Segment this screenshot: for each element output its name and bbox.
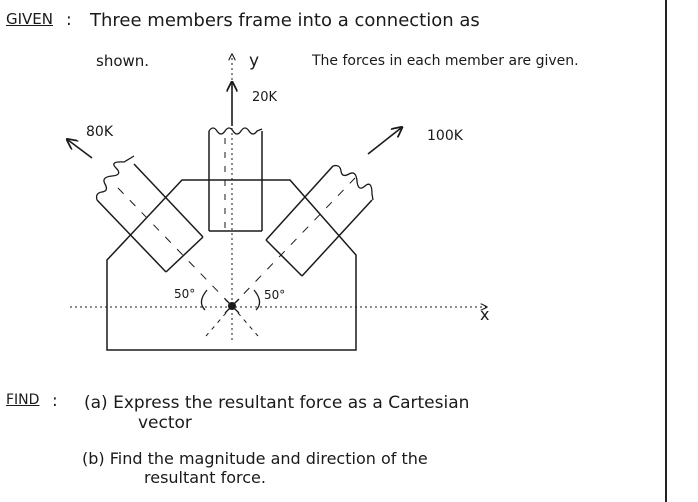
- force-label-top: 20K: [252, 90, 278, 105]
- force-label-right: 100K: [427, 128, 464, 144]
- force-arrow-left: [68, 140, 93, 159]
- angle-label-right: 50°: [264, 288, 285, 302]
- member-left: [95, 155, 233, 307]
- given-line-2-end: The forces in each member are given.: [312, 53, 579, 69]
- member-right: [231, 164, 374, 307]
- break-line-right: [332, 164, 374, 201]
- find-item-a-line-2: vector: [138, 413, 192, 433]
- member-vertical: [208, 127, 263, 232]
- find-item-b-line-1: (b) Find the magnitude and direction of …: [82, 449, 428, 468]
- given-line-2-start: shown.: [96, 52, 150, 70]
- angle-arc-left: [200, 289, 208, 311]
- y-axis-label: y: [249, 51, 259, 71]
- gusset-plate: [106, 179, 357, 351]
- given-colon: :: [66, 10, 72, 30]
- angle-arc-right: [253, 289, 261, 311]
- find-item-b-line-2: resultant force.: [144, 468, 266, 487]
- find-item-a-line-1: (a) Express the resultant force as a Car…: [84, 393, 470, 413]
- given-label: GIVEN: [6, 10, 54, 28]
- given-line-1: Three members frame into a connection as: [90, 10, 480, 31]
- page-margin-line: [665, 0, 667, 502]
- find-label: FIND: [6, 392, 40, 408]
- break-line-vertical: [208, 127, 263, 135]
- origin-point: [224, 298, 240, 314]
- break-line-left: [95, 155, 135, 201]
- angle-label-left: 50°: [174, 287, 195, 301]
- find-colon: :: [52, 391, 58, 411]
- x-axis-label: x: [480, 305, 489, 324]
- force-arrow-right: [367, 128, 401, 155]
- force-label-left: 80K: [86, 124, 114, 140]
